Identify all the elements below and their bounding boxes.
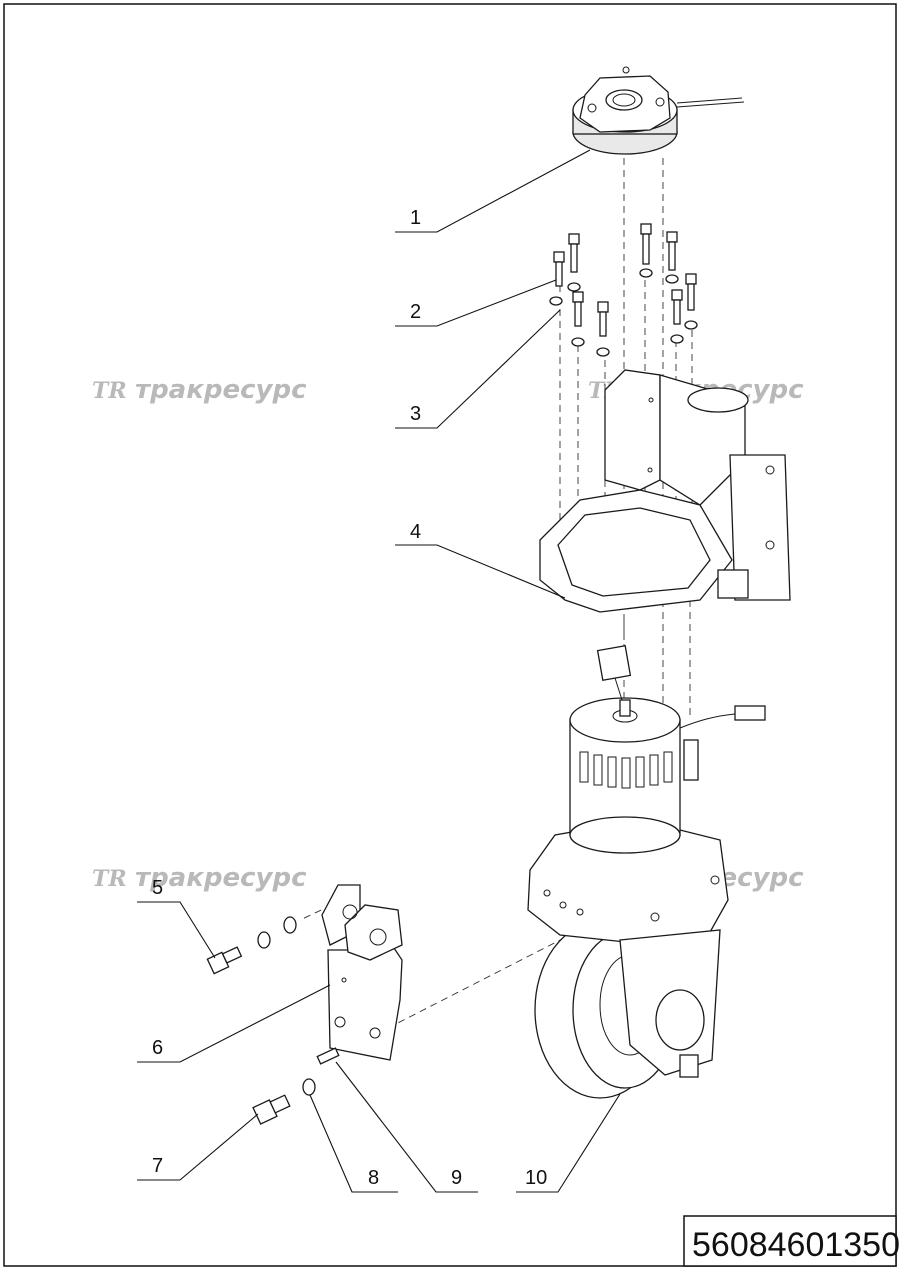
washer-set <box>549 268 698 357</box>
callout-1: 1 <box>395 149 591 233</box>
watermark-logo: TR <box>92 866 127 892</box>
support-bracket <box>539 369 791 613</box>
callout-label: 6 <box>152 1037 163 1059</box>
watermark-3: TR тракресурс <box>92 863 307 893</box>
bolt-icon <box>666 231 678 271</box>
callout-6: 6 <box>137 984 331 1063</box>
motor-cooling-fins <box>579 751 673 789</box>
bolt-icon <box>685 273 697 311</box>
callout-5: 5 <box>137 877 216 959</box>
watermark-1: TR тракресурс <box>92 375 307 405</box>
bolt-icon <box>568 233 580 273</box>
callout-7: 7 <box>137 1113 259 1181</box>
mounting-plate <box>321 884 403 1061</box>
callout-label: 4 <box>410 521 421 543</box>
document-number-box: 560846013501 <box>683 1215 900 1267</box>
callout-label: 1 <box>410 207 421 229</box>
callout-10: 10 <box>516 1093 621 1193</box>
upper-bolt-group <box>206 916 297 975</box>
callout-label: 7 <box>152 1155 163 1177</box>
callout-3: 3 <box>395 309 561 429</box>
bolt-icon <box>553 251 565 287</box>
callout-label: 3 <box>410 403 421 425</box>
bolt-set <box>553 223 697 337</box>
watermark-logo: TR <box>92 378 127 404</box>
callout-label: 5 <box>152 877 163 899</box>
callout-label: 10 <box>525 1167 547 1189</box>
callout-4: 4 <box>395 521 566 599</box>
bolt-icon <box>597 301 609 337</box>
document-number: 560846013501 <box>692 1226 900 1264</box>
bolt-icon <box>640 223 652 265</box>
callout-label: 2 <box>410 301 421 323</box>
watermark-text: тракресурс <box>135 863 307 893</box>
callout-9: 9 <box>335 1061 478 1193</box>
watermark-text: тракресурс <box>135 375 307 405</box>
callout-label: 9 <box>451 1167 462 1189</box>
callout-label: 8 <box>368 1167 379 1189</box>
drive-unit <box>527 645 766 1099</box>
bolt-icon <box>572 291 584 327</box>
callout-2: 2 <box>395 279 557 327</box>
brake-assembly <box>572 66 745 155</box>
bolt-icon <box>671 289 683 325</box>
callout-8: 8 <box>309 1094 398 1193</box>
lower-bolt-group <box>252 1047 340 1125</box>
drawing-frame <box>3 3 897 1267</box>
